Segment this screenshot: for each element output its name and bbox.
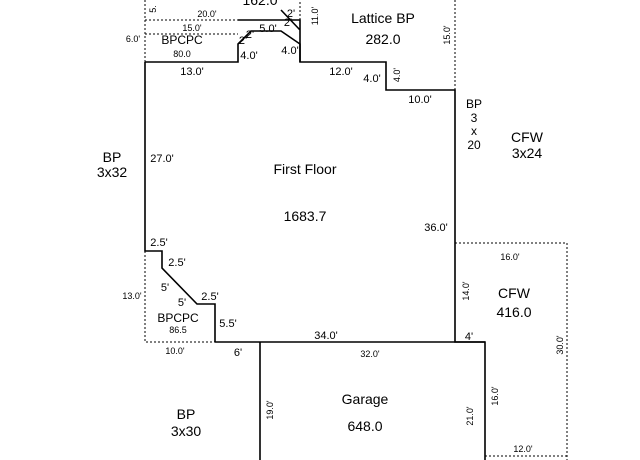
dim-label: 11.0': [310, 6, 320, 25]
dim-label: 15.0': [182, 23, 202, 33]
garage-outline: [215, 341, 486, 460]
dim-label: 2.5': [168, 257, 185, 269]
bpcpc-top-area: 80.0: [173, 49, 191, 59]
dim-label: 5': [161, 282, 169, 294]
lattice-name: Lattice BP: [351, 10, 415, 26]
dim-label: 16.0': [490, 386, 500, 406]
top-cut-area: 162.0: [242, 0, 277, 8]
dim-label: 2': [284, 17, 292, 29]
dim-label: 2.5': [201, 291, 218, 303]
cfw-room-area: 416.0: [496, 304, 531, 320]
dim-label: 13.0': [180, 66, 204, 78]
bp-right-label: BP: [466, 97, 482, 111]
dim-label: 16.0': [500, 252, 520, 262]
dim-label: 5.0': [259, 23, 276, 35]
bp-bottom-size: 3x30: [171, 423, 202, 439]
lattice-area: 282.0: [365, 31, 400, 47]
dim-label: 2': [287, 8, 295, 20]
dim-label: 12.0': [513, 444, 533, 454]
first-floor-name: First Floor: [274, 161, 337, 177]
dim-label: 30.0': [555, 335, 565, 355]
first-floor-area: 1683.7: [284, 208, 327, 224]
dim-label: 4.0': [281, 45, 298, 57]
dim-label: 4.0': [363, 73, 380, 85]
dim-label: 5.: [148, 5, 158, 13]
dim-label: 13.0': [122, 291, 142, 301]
lattice-boundary: [299, 0, 456, 90]
dim-label: 19.0': [265, 400, 275, 420]
dim-label: 14.0': [461, 281, 471, 301]
dim-label: 32.0': [360, 349, 380, 359]
bp-left-size: 3x32: [97, 164, 128, 180]
dim-label: 2': [246, 29, 254, 41]
garage-area: 648.0: [347, 418, 382, 434]
cfw-right-size: 3x24: [512, 145, 543, 161]
dim-label: 12.0': [329, 66, 353, 78]
dim-label: 4': [465, 331, 473, 343]
bp-left-label: BP: [103, 149, 122, 165]
dim-label: 2.5': [150, 237, 167, 249]
dim-label: 10.0': [408, 94, 432, 106]
bpcpc-bottom-boundary: [144, 251, 215, 343]
garage-name: Garage: [342, 391, 389, 407]
dim-label: 10.0': [165, 346, 185, 356]
dim-label: 2': [239, 35, 247, 47]
top-cut-wall: [238, 9, 301, 62]
dim-label: 20.0': [197, 9, 217, 19]
dim-label: 15.0': [442, 25, 452, 45]
dim-label: 5': [178, 297, 186, 309]
dim-label: 6.0': [126, 34, 141, 44]
cfw-right-label: CFW: [511, 129, 544, 145]
bp-right-size-b: 20: [467, 138, 481, 152]
dim-label: 21.0': [465, 406, 475, 426]
dim-label: 36.0': [424, 222, 448, 234]
dim-label: 4.0': [240, 50, 257, 62]
cfw-room-boundary: [455, 242, 568, 460]
dim-label: 34.0': [314, 330, 338, 342]
bpcpc-bottom-name: BPCPC: [157, 311, 199, 325]
bp-right-size-a: 3: [471, 111, 478, 125]
dim-label: 27.0': [150, 153, 174, 165]
cfw-room-name: CFW: [498, 285, 531, 301]
dim-label: 6': [234, 347, 242, 359]
dim-label: 5.5': [219, 318, 236, 330]
bpcpc-top-name: BPCPC: [161, 33, 203, 47]
bp-bottom-label: BP: [177, 406, 196, 422]
dim-label: 4.0': [392, 68, 402, 83]
bp-right-size-x: x: [471, 124, 477, 138]
bpcpc-bottom-area: 86.5: [169, 325, 187, 335]
